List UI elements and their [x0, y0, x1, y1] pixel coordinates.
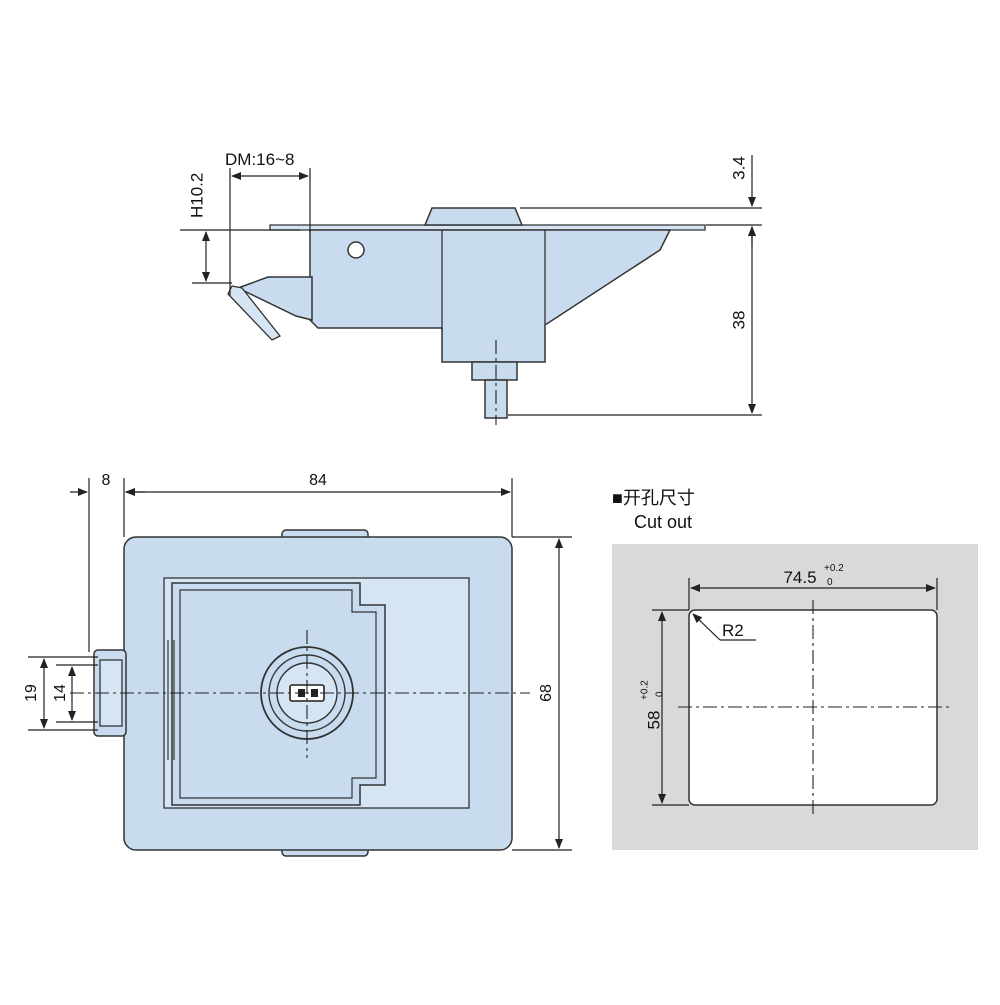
cutout-height-value: 58	[644, 711, 663, 730]
cutout-title-cn: ■开孔尺寸	[612, 488, 695, 508]
side-pivot-hole	[347, 241, 365, 259]
side-view: H10.2 DM:16~8 3.4 38	[180, 150, 762, 425]
side-latch-tongue	[236, 276, 313, 321]
cutout-width-tol-plus: +0.2	[824, 563, 844, 574]
cutout-width-tol-minus: 0	[827, 577, 833, 588]
side-top-cap	[423, 207, 524, 226]
cutout-height-tol-plus: +0.2	[640, 680, 651, 700]
dim-label-width: 84	[309, 472, 327, 489]
front-paddle-inner	[179, 589, 377, 799]
front-view: 8 84 68 19 14	[23, 472, 572, 857]
side-latch-spring	[227, 285, 282, 341]
cutout-height-tol-minus: 0	[655, 691, 666, 697]
dim-label-front-height: 68	[538, 684, 555, 702]
dim-label-outer-tab: 19	[23, 684, 40, 702]
dim-label-h: H10.2	[187, 173, 206, 218]
dim-label-inner-tab: 14	[52, 684, 69, 702]
cutout-view: ■开孔尺寸 Cut out 74.5 +0.2 0 58 +0.2 0 R2	[612, 488, 978, 850]
dim-label-top: 3.4	[729, 156, 748, 180]
dim-label-dm: DM:16~8	[225, 150, 294, 169]
cutout-title-en: Cut out	[634, 512, 692, 532]
side-flange	[269, 224, 706, 231]
dim-label-offset: 8	[102, 472, 111, 489]
side-shaft-nut	[471, 361, 518, 381]
dim-label-height: 38	[729, 311, 748, 330]
cutout-radius-label: R2	[722, 621, 744, 640]
cutout-width-value: 74.5	[783, 568, 816, 587]
